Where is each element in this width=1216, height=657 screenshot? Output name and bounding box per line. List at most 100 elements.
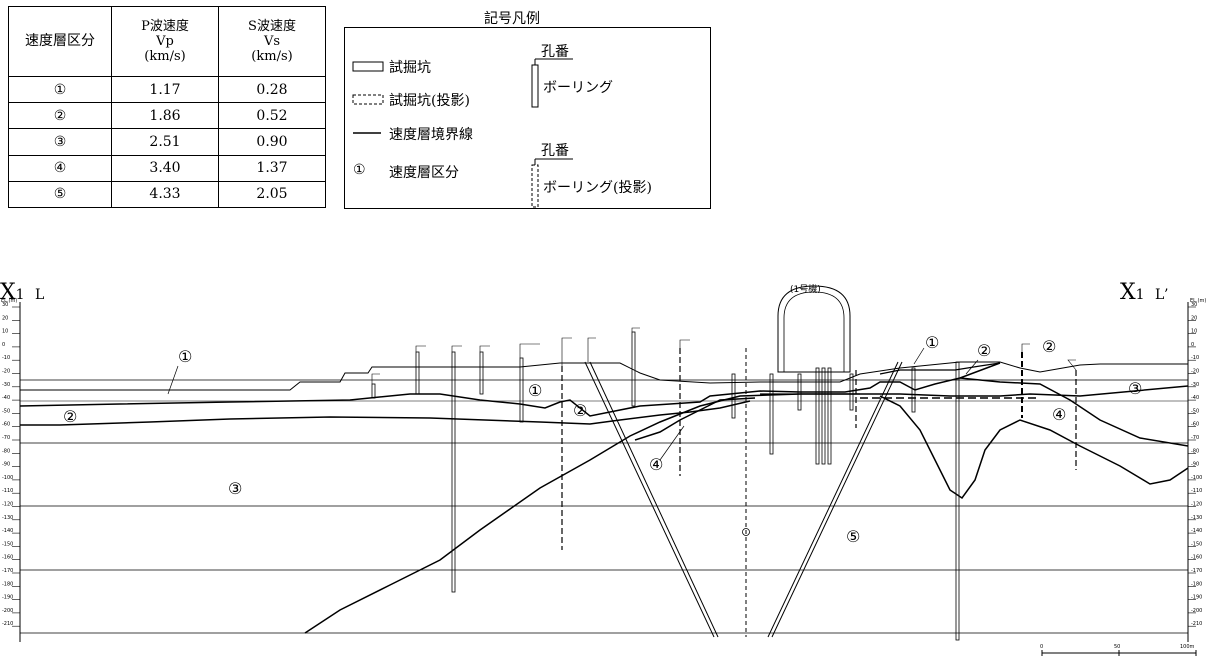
table-row: ③ 2.51 0.90 <box>8 128 326 156</box>
elev-tick-label: -190 <box>2 595 13 601</box>
header-p-symbol: Vp <box>156 34 174 49</box>
cell-vs: 1.37 <box>218 154 326 182</box>
boundary-right-dip <box>879 395 1189 500</box>
table-row: ② 1.86 0.52 <box>8 102 326 130</box>
borehole <box>415 351 420 395</box>
borehole <box>631 331 636 407</box>
legend-box: 試掘坑 試掘坑(投影) 速度層境界線 ① 速度層区分 孔番 ボーリング 孔番 ボ… <box>344 27 711 209</box>
borehole <box>519 357 524 423</box>
hole-leader <box>415 345 426 352</box>
velocity-table: 速度層区分 P波速度 Vp (km/s) S波速度 Vs (km/s) ① 1.… <box>8 6 326 209</box>
borehole <box>479 351 484 395</box>
elev-tick-label: -200 <box>2 608 13 614</box>
elev-tick-label: -110 <box>2 488 13 494</box>
elev-tick-label: -90 <box>1191 462 1199 468</box>
cell-vs: 0.28 <box>218 75 326 104</box>
legend-trench: 試掘坑 <box>389 60 431 76</box>
elev-tick-label: -100 <box>1191 475 1202 481</box>
label-leader <box>913 347 925 365</box>
cell-layer: ④ <box>8 154 112 182</box>
scale-zero: 0 <box>1040 644 1043 650</box>
scale-bar <box>1041 650 1197 656</box>
elev-tick-label: 10 <box>2 329 8 335</box>
elev-tick-label: -80 <box>2 448 10 454</box>
elev-tick-label: -150 <box>2 541 13 547</box>
cell-vp: 4.33 <box>111 180 219 209</box>
cell-layer: ⑤ <box>8 180 112 209</box>
zone-label-2-left: ② <box>63 407 77 426</box>
boring-symbol <box>531 64 539 108</box>
borehole <box>371 383 376 399</box>
hole-leader <box>587 337 596 362</box>
hole-leader <box>631 327 640 332</box>
elev-tick-label: 30 <box>2 302 8 308</box>
fault-line <box>589 361 719 638</box>
elev-tick-label: -90 <box>2 462 10 468</box>
elev-tick-label: -190 <box>1191 595 1202 601</box>
cell-vp: 2.51 <box>111 128 219 156</box>
elev-tick-label: -20 <box>2 369 10 375</box>
label-leader <box>965 359 979 375</box>
boundary-1-2 <box>19 362 1001 417</box>
boundary-right-3-4 <box>959 377 1189 447</box>
boundary-right-1 <box>879 362 1001 375</box>
table-row: ④ 3.40 1.37 <box>8 154 326 182</box>
hole-leader <box>679 339 690 348</box>
header-p-title: P波速度 <box>141 19 189 34</box>
elevation-ticks-left: 3020100-10-20-30-40-50-60-70-80-90-100-1… <box>2 302 20 627</box>
elev-tick-label: -70 <box>2 435 10 441</box>
zone-label-2-right-a: ② <box>977 341 991 360</box>
elev-tick-label: -50 <box>2 408 10 414</box>
reactor-label: (1号機) <box>790 283 821 295</box>
header-s-wave: S波速度 Vs (km/s) <box>218 6 326 77</box>
elev-tick-label: -150 <box>1191 541 1202 547</box>
elev-tick-label: -60 <box>2 422 10 428</box>
hole-leader <box>519 343 540 358</box>
boundary-4-5-mid <box>304 385 1189 634</box>
elev-tick-label: 10 <box>1191 329 1197 335</box>
legend-layer-class: 速度層区分 <box>389 165 459 181</box>
elev-tick-label: -180 <box>2 581 13 587</box>
header-s-symbol: Vs <box>263 34 281 49</box>
elev-tick-label: -110 <box>1191 488 1202 494</box>
header-s-unit: (km/s) <box>251 49 293 64</box>
zone-label-3-left: ③ <box>228 479 242 498</box>
scale-max: 100m <box>1180 644 1195 650</box>
trench-symbol <box>352 61 384 72</box>
zone-label-1-left: ① <box>178 347 192 366</box>
elev-tick-label: -70 <box>1191 435 1199 441</box>
elev-tick-label: -200 <box>1191 608 1202 614</box>
elev-tick-label: -170 <box>2 568 13 574</box>
elev-tick-label: -120 <box>1191 502 1202 508</box>
label-leader <box>167 365 179 395</box>
scale-mid: 50 <box>1114 644 1120 650</box>
borehole <box>451 351 456 593</box>
zone-label-3-right: ③ <box>1128 379 1142 398</box>
cell-vp: 3.40 <box>111 154 219 182</box>
legend-boundary: 速度層境界線 <box>389 127 473 143</box>
borehole <box>815 367 820 465</box>
elev-tick-label: -210 <box>1191 621 1202 627</box>
elev-tick-label: -160 <box>1191 555 1202 561</box>
header-p-wave: P波速度 Vp (km/s) <box>111 6 219 77</box>
elev-tick-label: -80 <box>1191 448 1199 454</box>
borehole <box>955 361 960 641</box>
elev-tick-label: -170 <box>1191 568 1202 574</box>
cell-layer: ③ <box>8 128 112 156</box>
elev-tick-label: 20 <box>1191 315 1197 321</box>
elev-tick-label: -10 <box>1191 355 1199 361</box>
header-p-unit: (km/s) <box>144 49 186 64</box>
elev-tick-label: -100 <box>2 475 13 481</box>
elev-header-left: EL.(m) <box>1 298 17 304</box>
table-row: ⑤ 4.33 2.05 <box>8 180 326 209</box>
header-s-title: S波速度 <box>248 19 296 34</box>
borehole <box>827 367 832 465</box>
legend-layer-marker: ① <box>353 162 366 178</box>
hole-leader <box>371 373 380 384</box>
trench-projected-symbol <box>352 94 384 105</box>
borehole <box>821 367 826 465</box>
hole-leader <box>561 337 572 366</box>
borehole <box>911 367 916 413</box>
legend-symbols <box>352 58 573 208</box>
elevation-ticks-right: 3020100-10-20-30-40-50-60-70-80-90-100-1… <box>1188 302 1202 627</box>
